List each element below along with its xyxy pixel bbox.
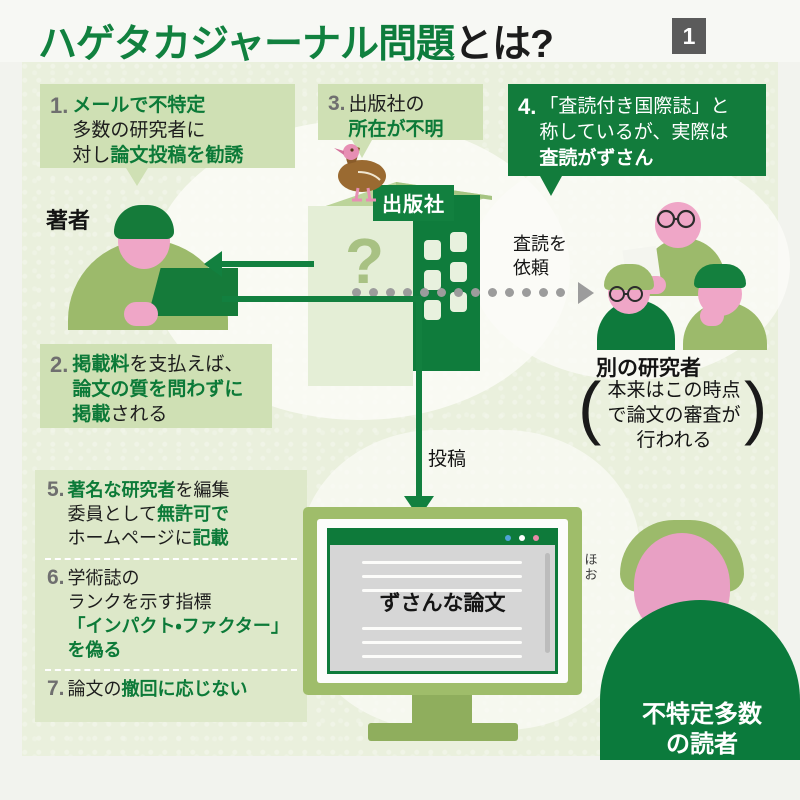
- fact-box-1-line-1: メールで不特定: [72, 95, 206, 116]
- label-readers: 不特定多数 の読者: [642, 701, 762, 758]
- connector-publisher-to-author: [222, 261, 314, 267]
- label-other-researchers: 別の研究者: [596, 357, 701, 380]
- fact-box-7: 7. 論文の撤回に応じない: [35, 677, 307, 701]
- fact-box-5-number: 5.: [47, 478, 65, 501]
- label-other-researchers-note: 本来はこの時点 で論文の審査が 行われる: [607, 380, 741, 451]
- fact-box-4: 4. 「査読付き国際誌」と 称しているが、実際は 査読がずさん: [508, 84, 766, 176]
- fact-box-5-line-1: 著名な研究者を編集: [67, 480, 230, 500]
- fact-box-6-line-2: ランクを示す指標: [67, 592, 212, 612]
- fact-box-6-line-3: 「インパクト・ファクター」: [67, 616, 289, 636]
- fact-box-1: 1. メールで不特定 多数の研究者に 対し論文投稿を勧誘: [40, 84, 295, 168]
- author-hair: [114, 205, 174, 239]
- page-title-part3: とは?: [454, 23, 554, 66]
- fact-box-3-number: 3.: [328, 92, 346, 115]
- building-window: [450, 262, 467, 282]
- author-laptop-icon: [148, 268, 238, 316]
- building-window: [450, 232, 467, 252]
- building-window: [424, 240, 441, 260]
- paren-right: ): [744, 368, 768, 446]
- page-title-part2: 問題: [378, 23, 455, 66]
- monitor-frame: ずさんな論文: [303, 507, 582, 695]
- label-hoo: ほ お: [584, 552, 598, 582]
- label-review-request: 査読を 依頼: [513, 234, 567, 278]
- paren-left: (: [578, 368, 602, 446]
- browser-titlebar: [330, 531, 555, 545]
- fact-box-1-line-3: 対し論文投稿を勧誘: [72, 145, 244, 166]
- browser-scrollbar[interactable]: [545, 553, 550, 653]
- fact-box-2-number: 2.: [50, 352, 69, 377]
- browser-dot-white: [519, 535, 525, 541]
- doc-line: [362, 655, 522, 658]
- fact-box-5-line-2: 委員として無許可で: [67, 504, 229, 524]
- fact-box-2: 2. 掲載料を支払えば、 論文の質を問わずに 掲載される: [40, 344, 272, 428]
- label-submission: 投稿: [428, 449, 467, 470]
- fact-box-4-line-1: 「査読付き国際誌」と: [539, 96, 730, 117]
- fact-box-3-line-2: 所在が不明: [348, 119, 444, 140]
- page-title: ハゲタカジャーナル問題とは?: [38, 13, 554, 69]
- fact-box-5: 5. 著名な研究者を編集 委員として無許可で ホームページに記載: [35, 478, 307, 550]
- arrow-review-request: [578, 282, 594, 304]
- fact-box-2-line-1: 掲載料を支払えば、: [72, 354, 244, 375]
- building-window: [450, 292, 467, 312]
- paper-title-on-screen: ずさんな論文: [379, 592, 506, 615]
- fact-box-group-lower: 5. 著名な研究者を編集 委員として無許可で ホームページに記載 6. 学術誌の…: [35, 470, 307, 722]
- fact-box-6-number: 6.: [47, 566, 65, 589]
- doc-line: [362, 641, 522, 644]
- doc-line: [362, 575, 522, 578]
- building-window: [424, 270, 441, 290]
- fact-box-1-tail: [126, 168, 148, 186]
- building-question-mark: ?: [345, 225, 385, 297]
- fact-box-1-line-2: 多数の研究者に: [72, 120, 206, 141]
- browser-dot-pink: [533, 535, 539, 541]
- fact-box-1-number: 1.: [50, 93, 69, 118]
- browser-dot-blue: [505, 535, 511, 541]
- glasses-icon: [656, 209, 696, 229]
- fact-box-2-line-3: 掲載される: [72, 404, 168, 425]
- monitor-base: [368, 723, 518, 741]
- reader-body: [600, 600, 800, 760]
- divider-6-7: [45, 669, 297, 671]
- doc-line: [362, 589, 522, 592]
- fact-box-4-tail: [540, 176, 562, 196]
- vulture-icon: [334, 144, 386, 202]
- monitor-screen: ずさんな論文: [317, 519, 568, 683]
- arrow-to-author: [204, 251, 222, 277]
- fact-box-2-line-2: 論文の質を問わずに: [72, 379, 244, 400]
- building-window: [424, 300, 441, 320]
- label-publisher: 出版社: [373, 185, 454, 221]
- connector-submission-horizontal: [222, 296, 422, 302]
- browser-window: ずさんな論文: [327, 528, 558, 674]
- fact-box-7-number: 7.: [47, 677, 65, 700]
- divider-5-6: [45, 558, 297, 560]
- fact-box-5-line-3: ホームページに記載: [67, 528, 229, 548]
- fact-box-4-number: 4.: [518, 94, 537, 119]
- fact-box-3: 3. 出版社の 所在が不明: [318, 84, 483, 140]
- connector-submission-vertical: [416, 296, 422, 504]
- fact-box-6: 6. 学術誌の ランクを示す指標 「インパクト・ファクター」 を偽る: [35, 566, 307, 662]
- fact-box-4-line-3: 査読がずさん: [539, 148, 654, 169]
- researcher-hand: [700, 306, 724, 326]
- glasses-icon: [609, 286, 643, 302]
- fact-box-3-line-1: 出版社の: [348, 94, 425, 115]
- label-author: 著者: [46, 208, 91, 233]
- doc-line: [362, 627, 522, 630]
- fact-box-4-line-2: 称しているが、実際は: [539, 122, 729, 143]
- monitor-neck: [412, 695, 472, 725]
- page-number-badge: 1: [672, 18, 706, 54]
- doc-line: [362, 561, 522, 564]
- fact-box-7-line-1: 論文の撤回に応じない: [67, 679, 248, 699]
- dotted-connector-review: [352, 288, 582, 297]
- page-title-part1: ハゲタカジャーナル: [38, 23, 379, 66]
- fact-box-6-line-1: 学術誌の: [67, 568, 140, 588]
- author-hand: [124, 302, 158, 326]
- header-bar: [0, 0, 800, 62]
- fact-box-6-line-4: を偽る: [67, 640, 122, 660]
